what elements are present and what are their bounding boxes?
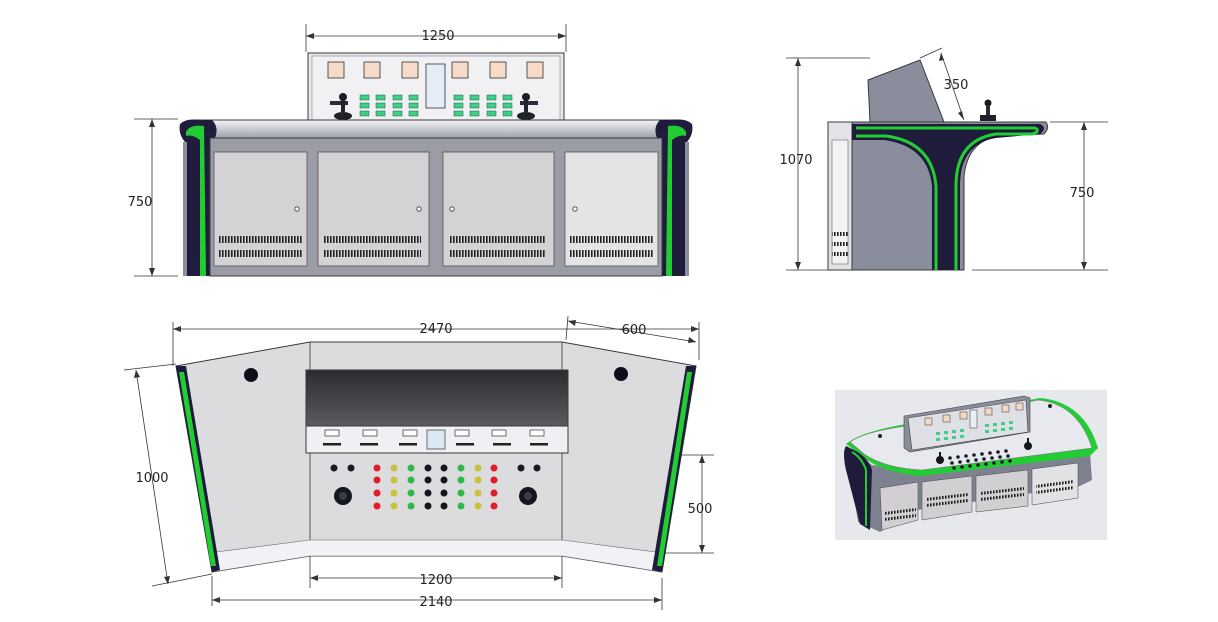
top-total-width-label: 2470 <box>419 322 452 337</box>
top-total-width-dimension: 2470 <box>172 322 700 366</box>
iso-cabinet-doors <box>879 462 1079 531</box>
side-desk-height-dimension: 750 <box>972 121 1108 271</box>
side-view: 350 1070 750 <box>779 47 1108 271</box>
top-front-lip <box>211 539 663 573</box>
top-buttons-yellow <box>390 464 482 510</box>
iso-panel-indicators <box>924 402 1024 426</box>
top-joystick-left <box>334 487 352 505</box>
front-upper-panel <box>307 52 565 124</box>
front-desk-rail <box>187 119 685 139</box>
top-buttons-green <box>407 464 465 510</box>
top-panel-depth-label: 500 <box>688 502 713 517</box>
iso-desk-buttons <box>948 449 1012 470</box>
side-green-trim <box>856 126 1039 270</box>
side-edge-frame <box>852 124 1044 270</box>
top-wing-dimension: 600 <box>565 315 697 343</box>
top-bottom-width-label: 2140 <box>419 595 452 610</box>
side-panel-dimension: 350 <box>919 47 969 121</box>
iso-raised-panel-face <box>907 399 1029 451</box>
front-view: 1250 750 <box>128 24 693 277</box>
iso-panel-green-buttons <box>936 421 1013 441</box>
front-doors <box>213 151 659 267</box>
top-joystick-right <box>519 487 537 505</box>
side-angled-panel <box>867 59 945 123</box>
top-bottom-width-dimension: 2140 <box>211 576 663 610</box>
iso-grommet-left <box>878 434 882 438</box>
front-left-end <box>179 119 217 276</box>
top-center-width-dimension: 1200 <box>309 556 563 588</box>
top-depth-label: 1000 <box>135 471 168 486</box>
top-depth-dimension: 1000 <box>123 363 213 587</box>
top-left-green-edge <box>179 372 216 566</box>
top-wing-label: 600 <box>622 323 647 338</box>
top-buttons-black <box>424 464 448 510</box>
iso-panel-display <box>969 409 978 429</box>
side-desk-height-label: 750 <box>1070 186 1095 201</box>
front-door-2 <box>317 151 430 267</box>
front-green-button-grid <box>359 94 513 117</box>
front-door-4 <box>564 151 659 267</box>
side-total-height-dimension: 1070 <box>779 57 870 271</box>
isometric-view <box>835 390 1107 540</box>
top-center-width-label: 1200 <box>419 573 452 588</box>
top-buttons-red <box>373 464 498 510</box>
top-panel-center-display <box>426 429 446 450</box>
top-raised-panel <box>305 369 569 427</box>
front-indicator-windows <box>327 61 544 79</box>
top-button-matrix <box>330 464 541 510</box>
iso-joysticks <box>936 438 1032 464</box>
iso-left-green <box>851 451 867 526</box>
side-rear-cabinet <box>827 121 853 271</box>
front-door-1 <box>213 151 308 267</box>
iso-grommet-right <box>1048 404 1052 408</box>
front-width-dimension: 1250 <box>305 24 567 52</box>
top-cable-grommet-left <box>244 368 258 382</box>
top-cable-grommet-right <box>614 367 628 381</box>
front-joystick-right <box>517 93 538 120</box>
front-width-label: 1250 <box>421 29 454 44</box>
top-panel-indicators <box>324 429 545 437</box>
side-joystick <box>980 99 996 121</box>
top-right-green-edge <box>657 372 692 566</box>
front-height-dimension: 750 <box>128 118 178 277</box>
front-height-label: 750 <box>128 195 153 210</box>
side-panel-label: 350 <box>944 78 969 93</box>
front-joystick-left <box>330 93 352 120</box>
front-door-3 <box>442 151 555 267</box>
top-panel-slots <box>323 443 548 446</box>
front-center-display <box>425 63 446 109</box>
front-right-end <box>655 119 693 276</box>
top-buttons-dark-row <box>330 464 541 472</box>
top-view: 2470 600 1000 500 <box>123 315 714 610</box>
side-total-height-label: 1070 <box>779 153 812 168</box>
